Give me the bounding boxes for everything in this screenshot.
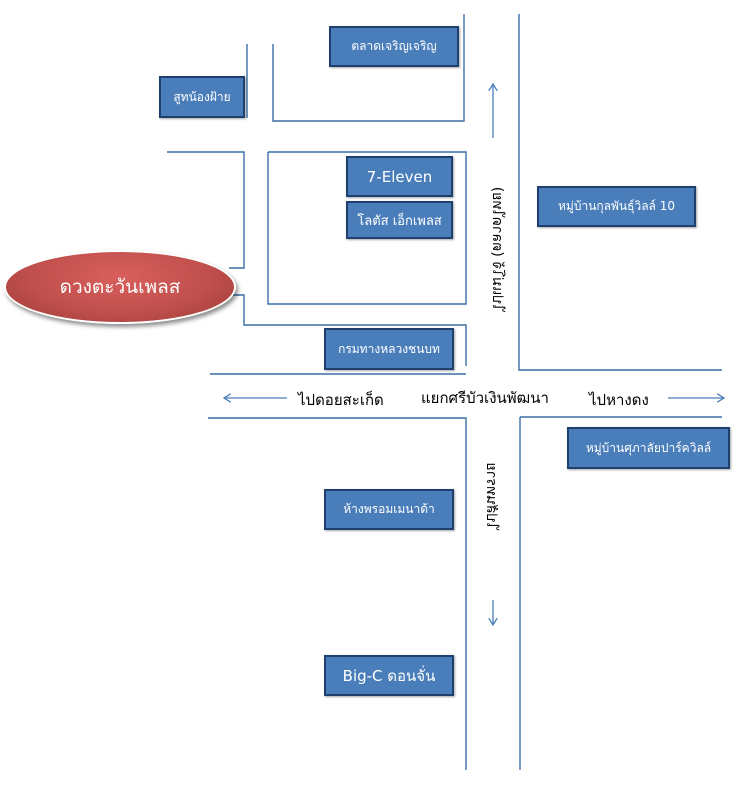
place-village-kulphan[interactable]: หมู่บ้านกุลพันธุ์วิลล์ 10 [537, 186, 696, 227]
arrow-head-icon [488, 82, 498, 92]
place-village-supalai[interactable]: หมู่บ้านศุภาลัยปาร์ควิลล์ [567, 427, 730, 469]
junction-label: แยกศรีบัวเงินพัฒนา [421, 389, 549, 407]
road-line [208, 417, 467, 770]
arrow-head-icon [716, 393, 726, 403]
road-line [272, 14, 465, 122]
road-lines [167, 14, 722, 770]
road-label-hang-dong: ไปหางดง [589, 391, 649, 409]
road-line [267, 151, 467, 305]
place-suki-nong-fai[interactable]: สูทน้องฝ้าย [159, 76, 245, 118]
place-promenada[interactable]: ห้างพรอมเมนาด้า [324, 489, 454, 530]
direction-arrows [222, 82, 726, 627]
place-7-eleven[interactable]: 7-Eleven [346, 156, 453, 197]
place-big-c[interactable]: Big-C ดอนจั่น [324, 655, 454, 696]
road-line [167, 151, 245, 269]
arrow-head-icon [488, 617, 498, 627]
arrow-head-icon [222, 393, 232, 403]
road-label-doi-saket: ไปดอยสะเก็ด [298, 391, 384, 409]
road-line [232, 294, 467, 366]
road-line [518, 14, 722, 371]
place-talad-charoen[interactable]: ตลาดเจริญเจริญ [329, 26, 459, 67]
place-krom-thang-luang[interactable]: กรมทางหลวงชนบท [324, 328, 454, 370]
destination-duangtawan-place[interactable]: ดวงตะวันเพลส [4, 250, 236, 324]
road-label-mae-jo: ไปแม่โจ้ (ตลาดไทย) [489, 186, 505, 312]
place-lotus-express[interactable]: โลตัส เอ็กเพลส [346, 201, 453, 239]
road-label-san-sai: ไปสันทราย [483, 462, 499, 530]
